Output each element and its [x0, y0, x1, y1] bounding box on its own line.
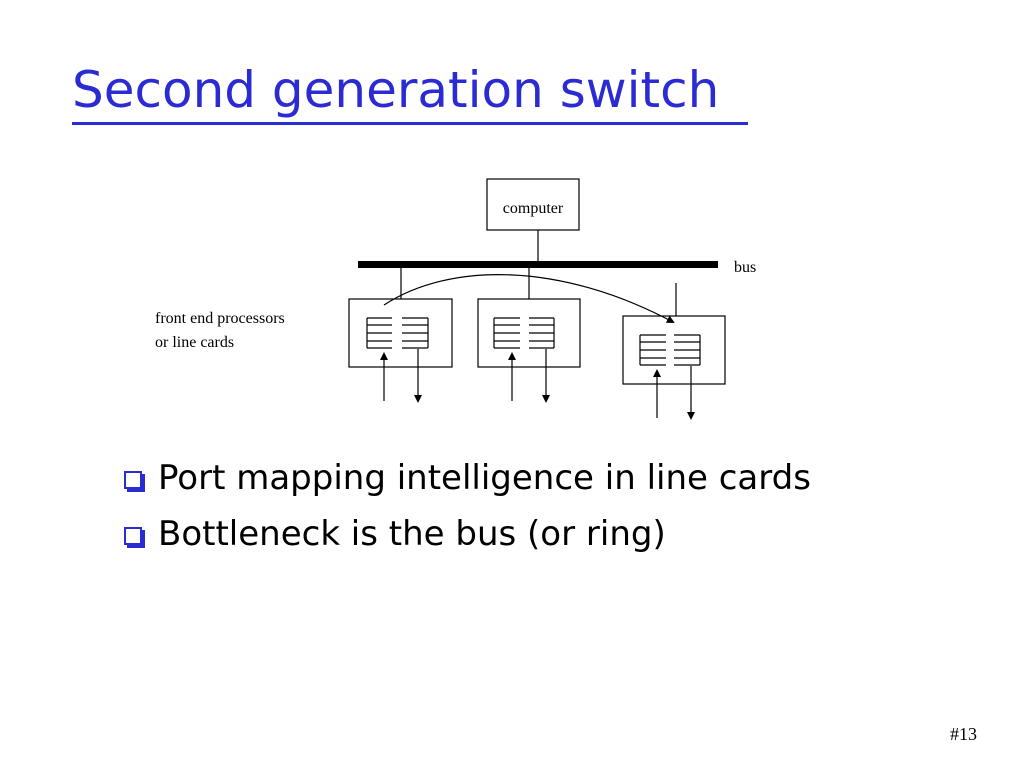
- line-card-label-2: or line cards: [155, 334, 234, 351]
- line-card-1: [348, 298, 453, 403]
- square-bullet-icon: [124, 471, 142, 489]
- line-card-label-1: front end processors: [155, 310, 285, 327]
- bullet-text: Port mapping intelligence in line cards: [158, 458, 811, 498]
- queue-icon: [639, 334, 666, 366]
- bullet-list: Port mapping intelligence in line cards …: [124, 450, 811, 562]
- title-underline: [72, 122, 748, 125]
- computer-box: [486, 178, 580, 231]
- packet-path-arrow: [383, 274, 675, 323]
- bus-label: bus: [734, 259, 756, 276]
- square-bullet-icon: [124, 527, 142, 545]
- queue-icon: [402, 317, 429, 349]
- queue-icon: [493, 317, 520, 349]
- slide-number: #13: [950, 724, 977, 744]
- line-card-3: [622, 315, 726, 420]
- queue-icon: [529, 317, 555, 349]
- bullet-item-1: Port mapping intelligence in line cards: [124, 450, 811, 506]
- bus-bar: [358, 261, 718, 268]
- bullet-item-2: Bottleneck is the bus (or ring): [124, 506, 811, 562]
- bullet-text: Bottleneck is the bus (or ring): [158, 514, 666, 554]
- computer-label: computer: [503, 200, 564, 217]
- line-card-2: [477, 298, 581, 403]
- slide-title: Second generation switch: [72, 61, 720, 119]
- queue-icon: [674, 334, 701, 366]
- queue-icon: [366, 317, 392, 349]
